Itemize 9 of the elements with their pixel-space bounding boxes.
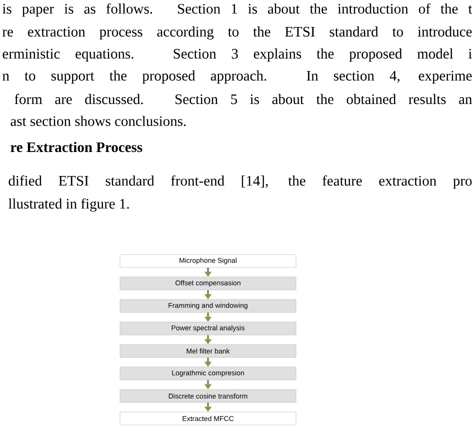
paragraph-line: n to support the proposed approach. In section 4, experime [2,70,472,84]
paragraph-line: ast section shows conclusions. [10,116,186,126]
section-heading: re Extraction Process [10,142,142,152]
paragraph-line: dified ETSI standard front-end [14], the feature extraction pro [8,175,472,189]
paragraph-line: llustrated in figure 1. [8,198,129,212]
paragraph-line: form are discussed. Section 5 is about the obtained results an [14,94,472,104]
paragraph-line: is paper is as follows. Section 1 is about the introduction of the t [2,3,472,17]
paragraph-line: erministic equations. Section 3 explains the proposed model i [2,48,472,62]
paragraph-line: re extraction process according to the ETSI standard to introduce [2,26,472,40]
